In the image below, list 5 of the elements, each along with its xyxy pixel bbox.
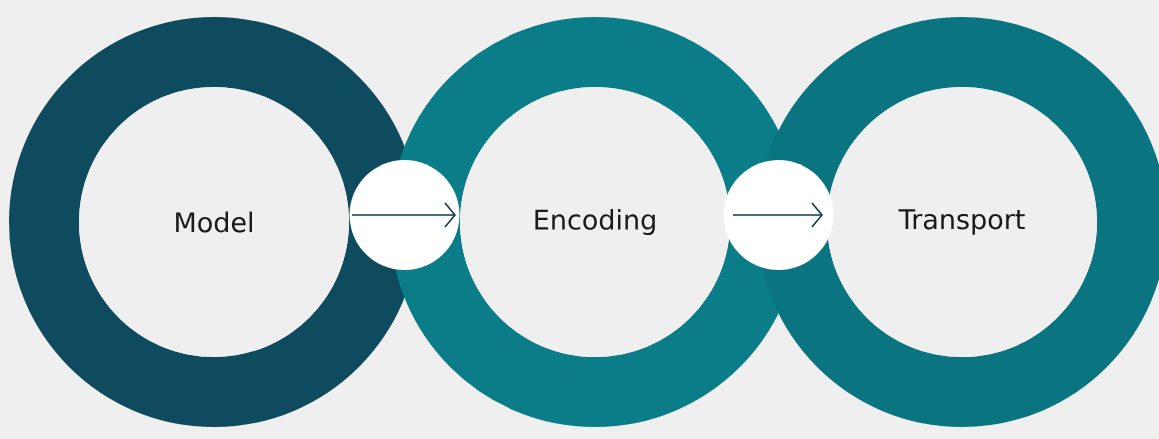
circle-node: Encoding (460, 87, 730, 357)
arrow (732, 202, 823, 228)
circle-node: Model (79, 87, 349, 357)
circle-node: Transport (827, 87, 1097, 357)
arrow (351, 202, 456, 228)
